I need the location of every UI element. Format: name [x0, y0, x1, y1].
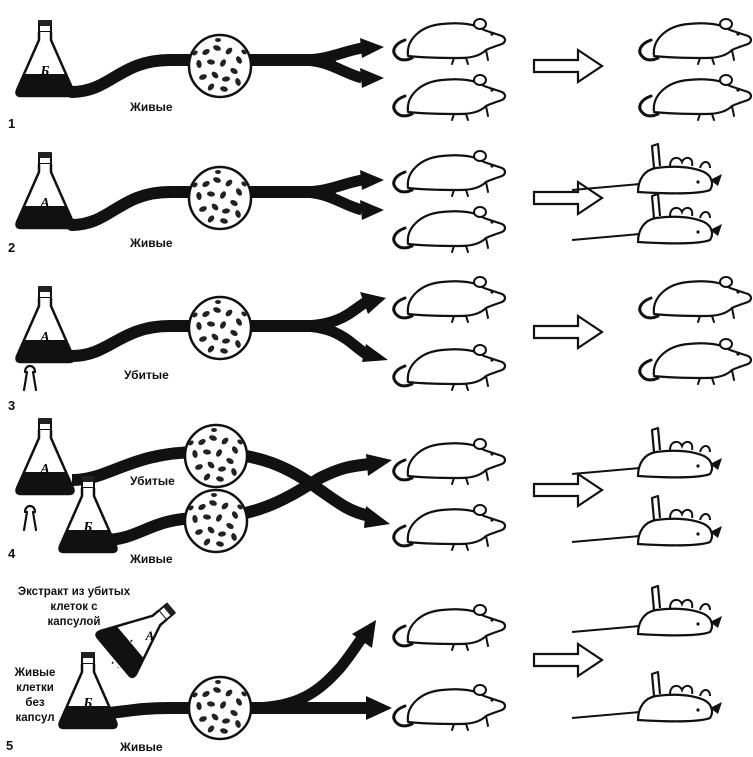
flask-letter: Б	[83, 520, 93, 535]
mouse-icon	[394, 505, 505, 550]
clamp-icon	[24, 366, 36, 390]
dead-mouse-icon	[572, 428, 722, 477]
flask-letter: А	[39, 196, 49, 211]
flask-icon	[17, 286, 74, 362]
flask-letter: А	[39, 330, 49, 345]
outline-arrow-icon	[534, 644, 602, 676]
flask-icon	[60, 652, 117, 728]
dead-mouse-icon	[572, 586, 722, 635]
dead-mouse-icon	[572, 496, 722, 545]
petri-dish-icon	[185, 490, 247, 552]
petri-dish-icon	[189, 297, 251, 359]
mouse-icon	[640, 277, 751, 322]
mouse-icon	[640, 339, 751, 384]
flask-letter: А	[145, 628, 155, 643]
bacteria-label: Живые	[130, 236, 173, 250]
dead-mouse-icon	[572, 144, 722, 193]
flask-letter: Б	[83, 696, 93, 711]
bacteria-label: Живые	[130, 552, 173, 566]
experiment-1: Б	[17, 19, 752, 120]
bacteria-label: Живые	[130, 100, 173, 114]
bacteria-label: Убитые	[124, 368, 169, 382]
experiment-number: 1	[8, 116, 15, 131]
mouse-icon	[640, 19, 751, 64]
dead-mouse-icon	[572, 672, 722, 721]
experiment-number: 3	[8, 398, 15, 413]
mouse-icon	[394, 151, 505, 196]
flask-icon	[17, 20, 74, 96]
mouse-icon	[394, 685, 505, 730]
mouse-icon	[394, 277, 505, 322]
mouse-icon	[394, 75, 505, 120]
mouse-icon	[394, 605, 505, 650]
outline-arrow-icon	[534, 182, 602, 214]
mouse-icon	[394, 207, 505, 252]
mouse-icon	[640, 75, 751, 120]
mouse-icon	[394, 345, 505, 390]
experiment-5: А Б	[60, 586, 723, 739]
experiment-2: А	[17, 144, 723, 252]
petri-dish-icon	[185, 425, 247, 487]
petri-dish-icon	[189, 167, 251, 229]
flask-icon	[17, 152, 74, 228]
live-cells-label: Живые клетки без капсул	[2, 666, 68, 726]
outline-arrow-icon	[534, 316, 602, 348]
flask-letter: А	[39, 462, 49, 477]
clamp-icon	[24, 506, 36, 530]
petri-dish-icon	[189, 35, 251, 97]
experiment-number: 2	[8, 240, 15, 255]
experiment-number: 4	[8, 546, 15, 561]
flask-icon	[17, 418, 74, 494]
extract-label: Экстракт из убитых клеток с капсулой	[4, 585, 144, 630]
bacteria-label: Живые	[120, 740, 163, 754]
petri-dish-icon	[189, 677, 251, 739]
flask-letter: Б	[40, 64, 50, 79]
experiment-number: 5	[6, 738, 13, 753]
mouse-icon	[394, 19, 505, 64]
bacteria-label: Убитые	[130, 474, 175, 488]
mouse-icon	[394, 439, 505, 484]
experiment-4: А Б	[17, 418, 723, 552]
outline-arrow-icon	[534, 50, 602, 82]
outline-arrow-icon	[534, 474, 602, 506]
